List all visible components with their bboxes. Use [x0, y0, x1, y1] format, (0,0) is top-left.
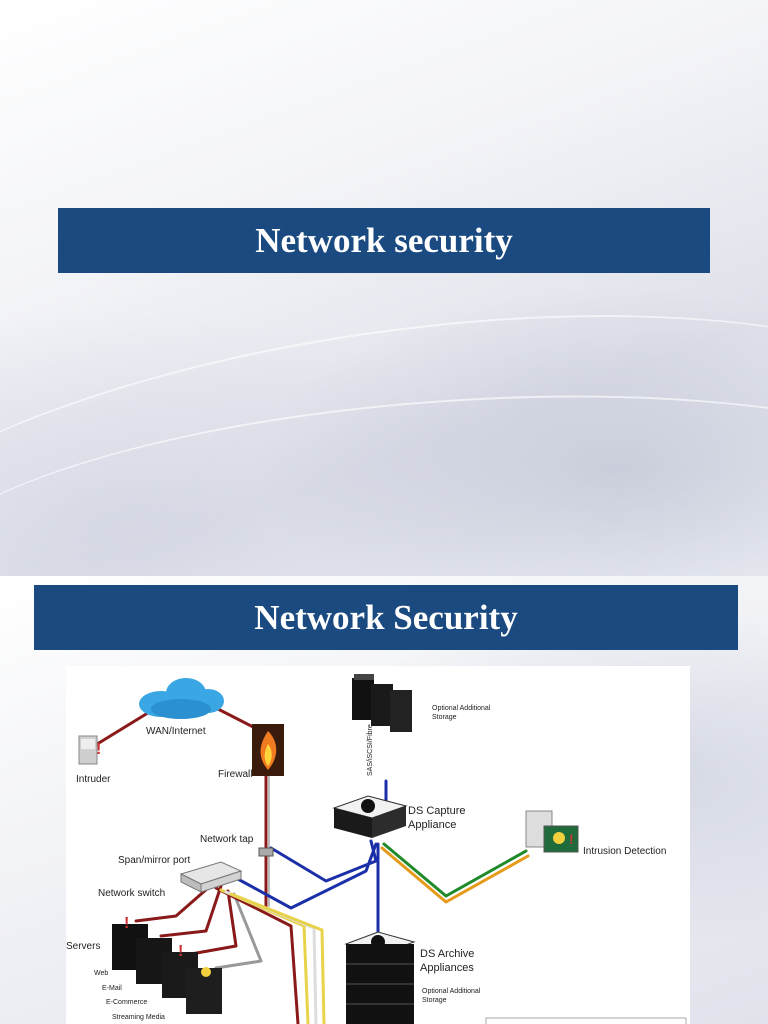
intrusion-detection-icon: !	[525, 810, 579, 853]
ecommerce-label: E-Commerce	[106, 999, 147, 1006]
switch-server-link	[189, 889, 238, 956]
storage-rack-icon	[352, 674, 412, 732]
svg-text:!: !	[124, 915, 129, 932]
optional-storage-label-2: Storage	[432, 714, 457, 721]
switch-server-link	[214, 892, 263, 970]
network-tap-icon	[258, 847, 274, 857]
ids-link-green	[382, 842, 528, 898]
ids-link-orange	[380, 846, 530, 904]
sas-label: SAS/iSCSI/Fibre	[367, 724, 374, 776]
switch-server-link	[159, 884, 223, 938]
firewall-label: Firewall	[218, 769, 252, 780]
intruder-label: Intruder	[76, 774, 111, 785]
span-capture-link	[234, 842, 378, 910]
streaming-label: Streaming Media	[112, 1014, 165, 1021]
server-icon: ! !	[112, 915, 222, 1014]
network-diagram-svg: !	[66, 674, 687, 1024]
svg-text:!: !	[569, 831, 574, 847]
network-switch-icon	[179, 861, 243, 893]
switch-bundle-link	[214, 886, 300, 1024]
switch-bundle-link	[229, 892, 326, 1024]
slide-title: Network security	[58, 208, 710, 273]
switch-bundle-link	[219, 888, 310, 1024]
switch-server-link	[134, 879, 218, 923]
archive-appliance-icon	[344, 931, 416, 1024]
switch-bundle-link	[224, 890, 318, 1024]
network-tap-label: Network tap	[200, 834, 254, 845]
capture-appliance-icon	[332, 795, 408, 838]
firewall-icon	[252, 724, 284, 776]
archive-storage-label-1: Optional Additional	[422, 988, 481, 995]
capture-label-1: DS Capture	[408, 805, 465, 817]
svg-text:!: !	[178, 943, 183, 960]
slide-1: Network security	[0, 0, 768, 576]
servers-label: Servers	[66, 941, 100, 952]
intruder-link	[92, 709, 153, 748]
svg-text:!: !	[96, 741, 101, 758]
capture-label-2: Appliance	[408, 819, 456, 831]
intruder-computer-icon: !	[78, 735, 101, 765]
intrusion-label: Intrusion Detection	[583, 846, 666, 857]
wan-label: WAN/Internet	[146, 726, 206, 737]
archive-label-1: DS Archive	[420, 948, 474, 960]
cloud-icon	[139, 678, 224, 719]
slide-2: Network Security	[0, 576, 768, 1024]
archive-label-2: Appliances	[420, 962, 474, 974]
legend-box	[485, 1017, 687, 1024]
archive-storage-label-2: Storage	[422, 997, 447, 1004]
email-label: E-Mail	[102, 985, 122, 992]
slide-title: Network Security	[34, 585, 738, 650]
web-label: Web	[94, 970, 108, 977]
network-diagram: !	[66, 666, 690, 1024]
network-switch-label: Network switch	[98, 888, 165, 899]
span-port-label: Span/mirror port	[118, 855, 190, 866]
optional-storage-label-1: Optional Additional	[432, 705, 491, 712]
